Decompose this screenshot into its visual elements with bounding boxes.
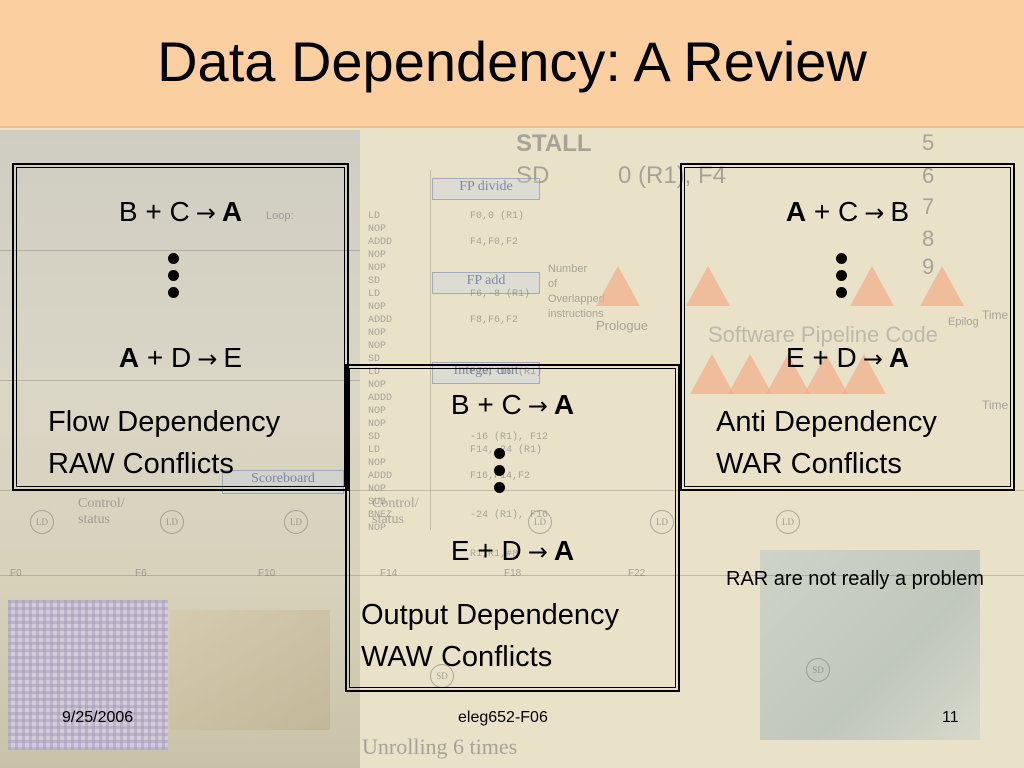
background-prologue-label: Prologue — [596, 318, 649, 333]
background-rule — [0, 575, 1024, 576]
output-expr1-operands: B + C — [450, 389, 522, 420]
background-operand-list: F0,0 (R1) F4,F0,F2 F6,-8 (R1) F8,F6,F2 F… — [470, 211, 549, 560]
background-pipeline-triangle — [766, 354, 810, 394]
background-register-label: F6 — [135, 568, 147, 579]
output-dependency-box: B + C→A E + D→A Output Dependency WAW Co… — [345, 364, 680, 692]
flow-expression-2: A + D→E — [14, 341, 347, 376]
waw-conflicts-label: WAW Conflicts — [361, 641, 553, 673]
background-integer-unit-box: Integer unit — [432, 362, 540, 384]
background-rule — [430, 170, 431, 530]
background-stall-text: STALL — [516, 130, 592, 157]
anti-expr2-result: A — [888, 342, 910, 373]
background-register-label: F22 — [628, 568, 646, 579]
ellipsis-dots-icon — [834, 253, 848, 304]
background-number: 5 — [922, 130, 935, 155]
background-pipeline-triangle — [850, 266, 894, 306]
background-fp-add-box: FP add — [432, 272, 540, 294]
ellipsis-dots-icon — [492, 448, 506, 499]
arrow-icon: → — [527, 392, 548, 420]
background-epilog-label: Epilog — [948, 316, 979, 328]
background-collage: STALL SD 0 (R1), F4 5 6 7 8 9 FP divide … — [0, 130, 1024, 768]
background-ld-circle: LD — [284, 510, 308, 534]
arrow-icon: → — [195, 199, 216, 227]
background-control-status: Control/ status — [372, 496, 419, 527]
background-number: 6 — [922, 163, 935, 188]
flow-expr2-operand: A — [118, 342, 140, 373]
flow-expr2-rest: + D — [146, 342, 192, 373]
background-number: 7 — [922, 194, 935, 219]
title-band: Data Dependency: A Review — [0, 0, 1024, 128]
footer-date: 9/25/2006 — [62, 709, 134, 726]
output-expr2-operands: E + D — [450, 535, 522, 566]
background-sd-text: SD — [516, 162, 550, 189]
background-pipeline-triangle — [596, 266, 640, 306]
background-ld-circle: LD — [160, 510, 184, 534]
background-rule — [0, 490, 1024, 491]
arrow-icon: → — [864, 199, 885, 227]
footer-course: eleg652-F06 — [458, 709, 548, 726]
background-ld-circle: LD — [650, 510, 674, 534]
rar-note: RAR are not really a problem — [726, 568, 984, 590]
raw-conflicts-label: RAW Conflicts — [48, 448, 234, 480]
background-number: 8 — [922, 226, 935, 251]
background-board-image — [170, 610, 330, 730]
flow-expression-1: B + C→A — [14, 195, 347, 230]
background-time-label: Time — [982, 308, 1009, 322]
output-expr2-result: A — [553, 535, 575, 566]
output-expression-2: E + D→A — [347, 534, 678, 569]
arrow-icon: → — [527, 538, 548, 566]
anti-dependency-box: A + C→B E + D→A Anti Dependency WAR Conf… — [680, 163, 1015, 491]
anti-expr1-rest: + C — [813, 196, 859, 227]
background-instruction-list: LD NOP ADDD NOP NOP SD LD NOP ADDD NOP N… — [368, 211, 393, 534]
anti-expr2-operands: E + D — [785, 342, 857, 373]
flow-dependency-box: B + C→A A + D→E Flow Dependency RAW Conf… — [12, 163, 349, 491]
flow-dependency-label: Flow Dependency — [48, 406, 281, 438]
background-sd-operand: 0 (R1), F4 — [618, 162, 727, 189]
anti-dependency-label: Anti Dependency — [716, 406, 937, 438]
ellipsis-dots-icon — [166, 253, 180, 304]
background-register-label: F10 — [258, 568, 276, 579]
footer-page-number: 11 — [942, 709, 959, 726]
anti-expression-2: E + D→A — [682, 341, 1013, 376]
arrow-icon: → — [197, 345, 218, 373]
background-sd-circle: SD — [806, 658, 830, 682]
anti-expression-1: A + C→B — [682, 195, 1013, 230]
flow-expr2-result: E — [223, 342, 243, 373]
background-pipeline-triangle — [842, 354, 886, 394]
background-pipeline-triangle — [690, 354, 734, 394]
output-expr1-result: A — [553, 389, 575, 420]
background-ld-circle: LD — [528, 510, 552, 534]
background-control-status: Control/ status — [78, 496, 125, 527]
flow-expr1-operands: B + C — [118, 196, 190, 227]
background-pipeline-triangle — [686, 266, 730, 306]
output-expression-1: B + C→A — [347, 388, 678, 423]
output-dependency-label: Output Dependency — [361, 599, 619, 631]
background-rule — [0, 250, 360, 251]
slide-title: Data Dependency: A Review — [157, 30, 867, 93]
background-time-label: Time — [982, 398, 1009, 412]
background-pipeline-triangle — [728, 354, 772, 394]
background-loop-label: Loop: — [266, 210, 294, 222]
anti-expr1-result: B — [890, 196, 910, 227]
background-pipeline-triangle — [920, 266, 964, 306]
background-rule — [0, 380, 360, 381]
war-conflicts-label: WAR Conflicts — [716, 448, 902, 480]
arrow-icon: → — [862, 345, 883, 373]
background-register-label: F0 — [10, 568, 22, 579]
background-software-pipeline-label: Software Pipeline Code — [708, 322, 938, 347]
flow-expr1-result: A — [221, 196, 243, 227]
background-register-label: F14 — [380, 568, 398, 579]
anti-expr1-operand: A — [785, 196, 807, 227]
background-unrolling-label: Unrolling 6 times — [362, 734, 518, 759]
background-pentium-image — [760, 550, 980, 740]
background-ld-circle: LD — [776, 510, 800, 534]
background-fp-divide-box: FP divide — [432, 178, 540, 200]
background-register-label: F18 — [504, 568, 522, 579]
background-ld-circle: LD — [30, 510, 54, 534]
background-pipeline-triangle — [804, 354, 848, 394]
background-chip-image — [8, 600, 168, 750]
background-overlap-label: Number of Overlapped instructions — [548, 263, 605, 320]
